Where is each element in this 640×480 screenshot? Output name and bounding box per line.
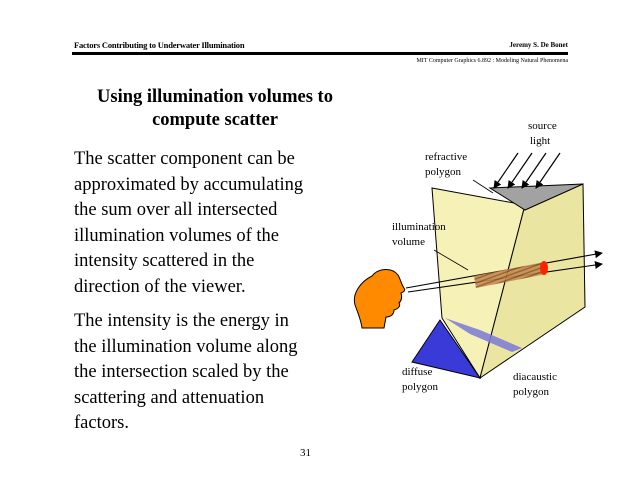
diacaustic-label-line-2: polygon	[513, 386, 550, 398]
source-label-line-2: light	[530, 135, 550, 147]
paragraph-line: factors.	[74, 413, 129, 433]
source-light-arrow	[507, 152, 533, 189]
viewer-head-icon	[353, 269, 406, 329]
diacaustic-label-line-1: diacaustic	[513, 371, 557, 383]
paragraph-intensity: The intensity is the energy in the illum…	[74, 309, 374, 437]
paragraph-line: The scatter component can be	[74, 149, 295, 169]
leader-line	[472, 179, 494, 194]
header-title: Factors Contributing to Underwater Illum…	[74, 40, 245, 50]
diffuse-polygon	[411, 319, 482, 379]
source-label-line-1: source	[528, 120, 557, 132]
paragraph-line: the sum over all intersected	[74, 200, 278, 220]
header-author: Jeremy S. De Bonet	[509, 41, 568, 49]
paragraph-line: the intersection scaled by the	[74, 362, 289, 382]
scatter-segment	[474, 262, 546, 288]
paragraph-line: scattering and attenuation	[74, 387, 265, 408]
header-rule	[72, 52, 568, 55]
page-number: 31	[300, 447, 311, 459]
illumination-label-line-2: volume	[392, 236, 425, 248]
scatter-segment-cap	[540, 261, 548, 275]
diacaustic-polygon	[445, 318, 522, 352]
slide-title-line-2: compute scatter	[152, 110, 278, 130]
diffuse-label-line-1: diffuse	[402, 366, 432, 378]
slide-title-line-1: Using illumination volumes to	[97, 87, 333, 107]
paragraph-scatter: The scatter component can be approximate…	[74, 147, 374, 300]
paragraph-line: direction of the viewer.	[74, 276, 246, 297]
paragraph-line: the illumination volume along	[74, 336, 298, 357]
paragraph-line: illumination volumes of the	[74, 225, 280, 246]
header-subtitle: MIT Computer Graphics 6.892 : Modeling N…	[416, 58, 568, 64]
slide-title: Using illumination volumes to compute sc…	[70, 86, 360, 132]
source-light-arrow	[521, 152, 547, 189]
paragraph-line: intensity scattered in the	[74, 251, 255, 271]
illumination-label-line-1: illumination	[392, 221, 446, 233]
paragraph-line: The intensity is the energy in	[74, 311, 289, 331]
source-light-arrow	[535, 152, 561, 189]
paragraph-line: approximated by accumulating	[74, 174, 304, 195]
diffuse-label-line-2: polygon	[402, 381, 439, 393]
leader-line	[433, 249, 469, 271]
refractive-label-line-2: polygon	[425, 166, 462, 178]
refractive-label-line-1: refractive	[425, 151, 467, 163]
source-light-arrow	[493, 152, 519, 189]
